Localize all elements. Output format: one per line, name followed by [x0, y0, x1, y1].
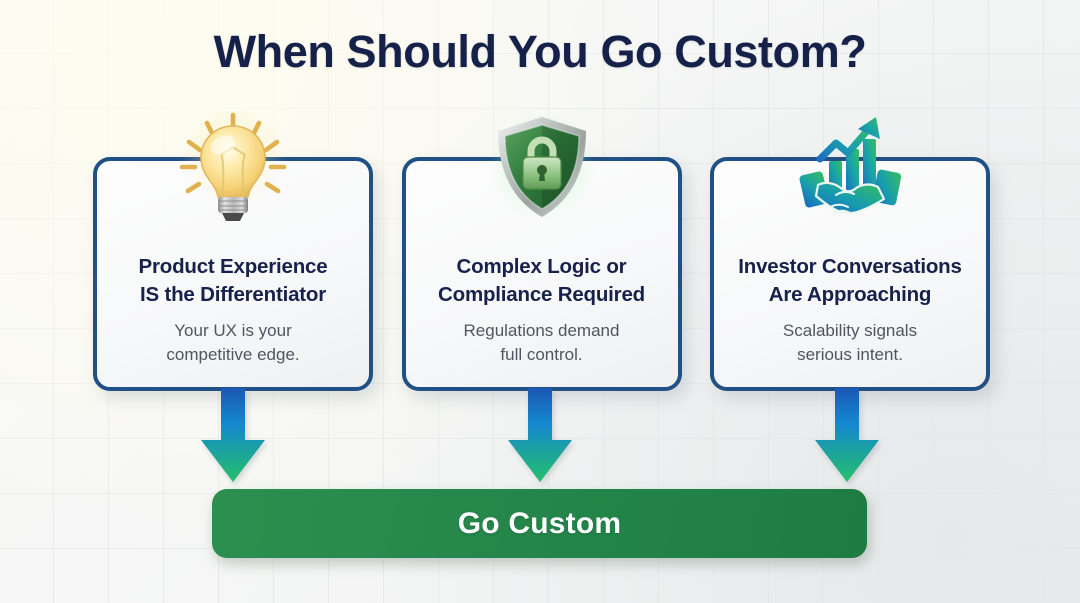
- card-subtitle: Regulations demand full control.: [420, 319, 664, 367]
- card-subtitle-line-1: Your UX is your: [174, 321, 292, 340]
- card-title-line-1: Product Experience: [138, 255, 328, 278]
- card-title-line-2: IS the Differentiator: [139, 283, 327, 306]
- arrow-down-card-3: [815, 388, 879, 482]
- card-title: Investor Conversations Are Approaching: [724, 253, 976, 309]
- go-custom-label: Go Custom: [457, 506, 622, 540]
- card-complex-logic[interactable]: Complex Logic or Compliance Required Reg…: [401, 115, 682, 391]
- card-subtitle-line-1: Scalability signals: [782, 321, 918, 340]
- card-title-line-2: Are Approaching: [768, 283, 932, 306]
- card-title-line-2: Compliance Required: [438, 283, 645, 306]
- card-subtitle: Scalability signals serious intent.: [728, 319, 972, 367]
- lightbulb-icon: [97, 111, 369, 223]
- card-title: Product Experience IS the Differentiator: [107, 253, 359, 309]
- go-custom-bar[interactable]: Go Custom: [212, 489, 867, 558]
- arrow-down-card-2: [508, 388, 572, 482]
- card-title-line-1: Complex Logic or: [456, 255, 627, 278]
- arrow-down-card-1: [201, 388, 265, 482]
- card-investor-conversations[interactable]: Investor Conversations Are Approaching S…: [710, 117, 990, 391]
- card-title: Complex Logic or Compliance Required: [416, 253, 668, 309]
- card-subtitle-line-2: serious intent.: [797, 345, 903, 364]
- card-product-experience[interactable]: Product Experience IS the Differentiator…: [93, 111, 373, 391]
- card-subtitle: Your UX is your competitive edge.: [111, 319, 355, 367]
- card-subtitle-line-2: competitive edge.: [166, 345, 300, 364]
- card-subtitle-line-2: full control.: [500, 345, 583, 364]
- card-subtitle-line-1: Regulations demand: [463, 321, 620, 340]
- shield-lock-icon: [406, 111, 678, 223]
- page-title: When Should You Go Custom?: [213, 26, 867, 77]
- card-title-line-1: Investor Conversations: [738, 255, 962, 278]
- handshake-growth-icon: [714, 111, 986, 223]
- card-row: Product Experience IS the Differentiator…: [93, 111, 990, 391]
